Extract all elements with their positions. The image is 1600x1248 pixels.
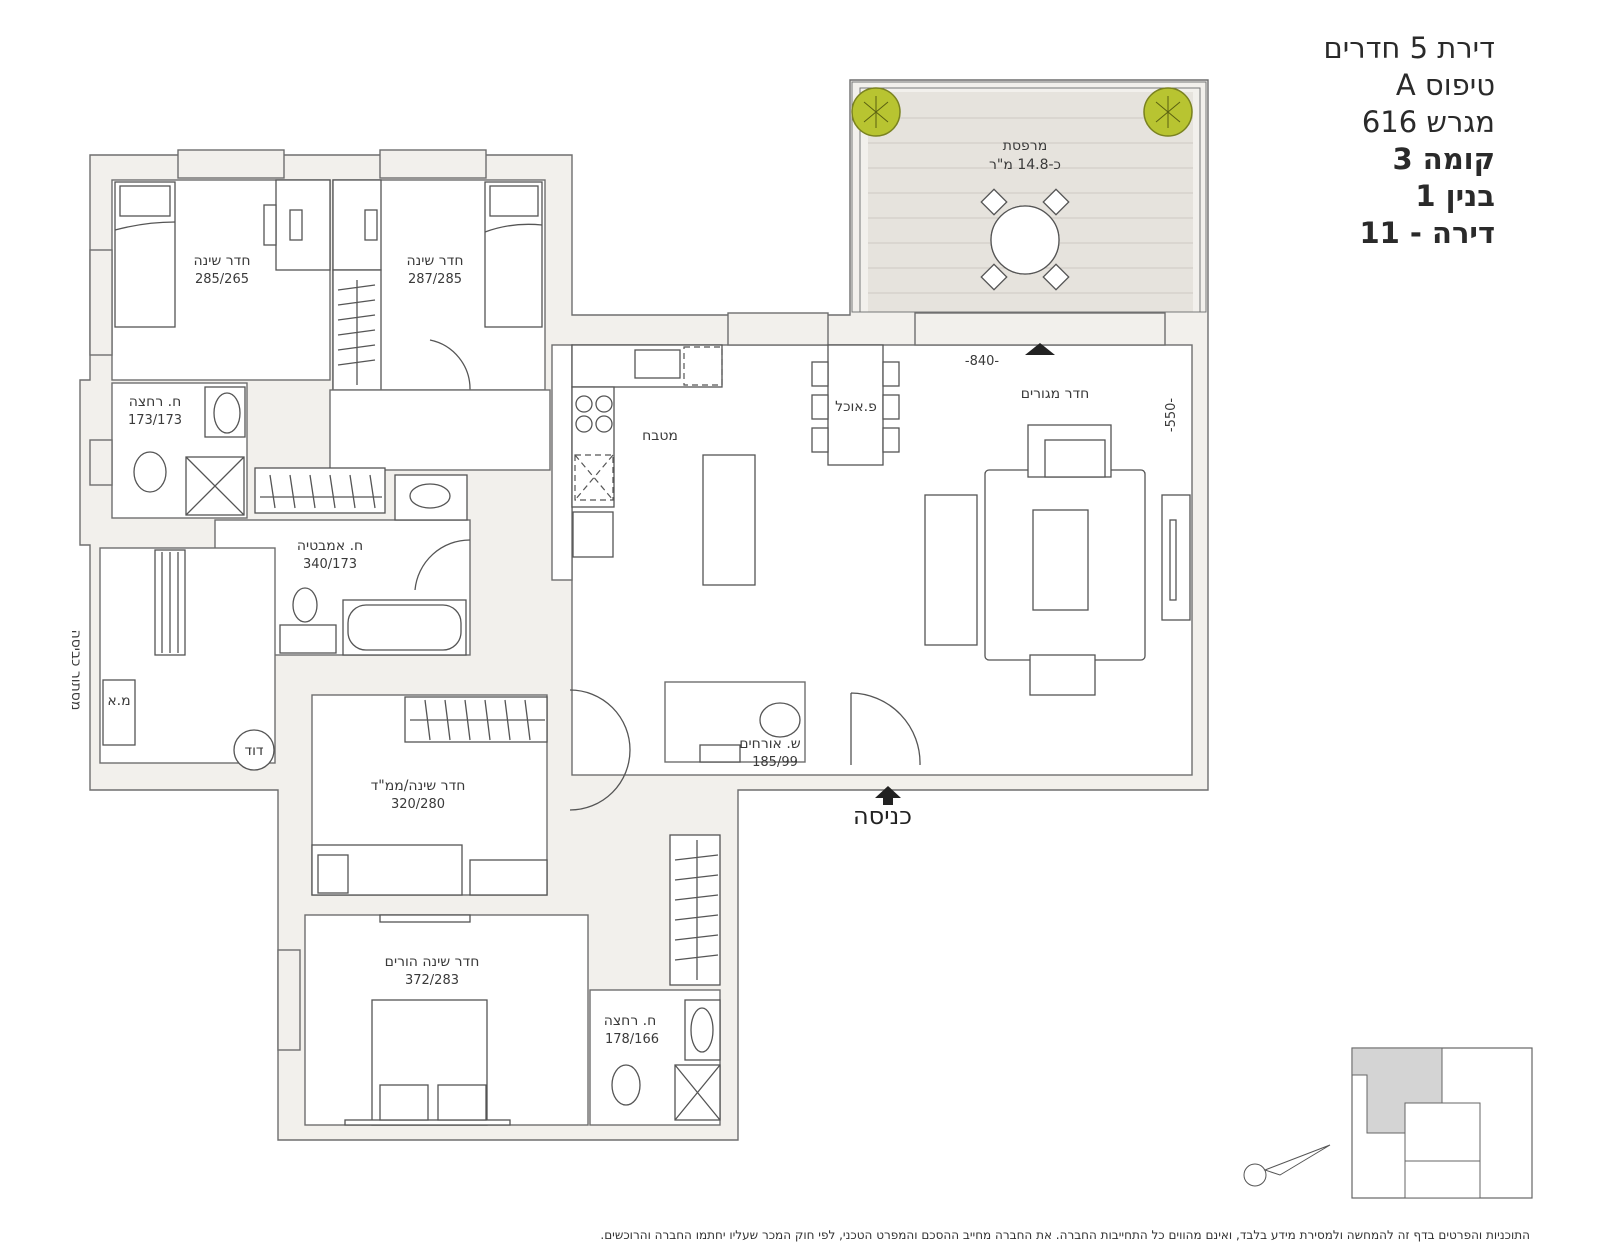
bathtub-room-label: ח. אמבטיה: [297, 538, 363, 554]
bath1-dims: 173/173: [128, 413, 182, 428]
bath1-label: ח. רחצה: [129, 394, 182, 410]
bedroom1-dims: 285/265: [195, 272, 249, 287]
apartment-number: דירה - 11: [1359, 216, 1495, 250]
entrance-door[interactable]: [850, 692, 921, 805]
guest-wc-dims: 185/99: [752, 755, 798, 770]
bedroom2-label: חדר שינה: [407, 253, 464, 269]
boiler-label: דוד: [244, 743, 263, 759]
compass-icon: [1243, 1163, 1267, 1187]
apartment-type: דירת 5 חדרים: [1323, 31, 1495, 65]
service-balcony: מ.א דוד מסתור כביסה: [68, 547, 276, 771]
balcony-access-arrow-icon: [1025, 343, 1055, 355]
apartment-info: דירת 5 חדרים טיפוס A מגרש 616 קומה 3 בני…: [1323, 30, 1495, 252]
living-depth-dim: -550-: [1164, 398, 1179, 433]
safe-room-label: חדר שינה/ממ"ד: [371, 778, 466, 794]
balcony-area: כ-14.8 מ"ר: [989, 157, 1061, 173]
safe-room-dims: 320/280: [391, 797, 445, 812]
apartment-model: טיפוס A: [1395, 68, 1495, 102]
entrance-arrow-icon: [875, 786, 901, 805]
building-number: בנין 1: [1415, 179, 1495, 213]
master-bath-dims: 178/166: [605, 1032, 659, 1047]
bedroom2-dims: 287/285: [408, 272, 462, 287]
master-bath-label: ח. רחצה: [604, 1013, 657, 1029]
bathroom-1: ח. רחצה 173/173: [89, 382, 248, 519]
dining-label: פ.אוכל: [835, 399, 877, 415]
service-balcony-label: מסתור כביסה: [68, 630, 84, 711]
closet: [254, 467, 386, 514]
master-bedroom: חדר שינה הורים 372/283 ח. רחצה 178/166: [277, 834, 721, 1126]
entrance-label: כניסה: [853, 802, 912, 830]
bedroom-1: חדר שינה 285/265: [89, 149, 331, 381]
disclaimer: התוכניות והפרטים בדף זה להמחשה ולמסירת מ…: [600, 1228, 1530, 1242]
kitchen-label: מטבח: [642, 428, 678, 444]
balcony-label: מרפסת: [1003, 138, 1047, 154]
guest-wc: ש. אורחים 185/99: [664, 681, 806, 770]
bedroom-2: חדר שינה 287/285: [332, 149, 546, 391]
guest-wc-label: ש. אורחים: [739, 736, 801, 752]
key-plan: [1243, 1047, 1533, 1199]
plot-number: מגרש 616: [1361, 105, 1495, 139]
master-bedroom-dims: 372/283: [405, 973, 459, 988]
bathtub-room-dims: 340/173: [303, 557, 357, 572]
kitchen-living: מטבח פ.אוכל -840- -550- חדר מגורים: [551, 312, 1193, 776]
safe-room: חדר שינה/ממ"ד 320/280: [311, 689, 631, 896]
ac-unit-label: מ.א: [107, 693, 130, 709]
hallway: [329, 389, 551, 471]
floor-number: קומה 3: [1392, 142, 1495, 176]
balcony: מרפסת כ-14.8 מ"ר: [851, 81, 1207, 313]
living-label: חדר מגורים: [1021, 386, 1090, 402]
living-width-dim: -840-: [965, 354, 1000, 369]
master-bedroom-label: חדר שינה הורים: [385, 954, 480, 970]
bedroom1-label: חדר שינה: [194, 253, 251, 269]
